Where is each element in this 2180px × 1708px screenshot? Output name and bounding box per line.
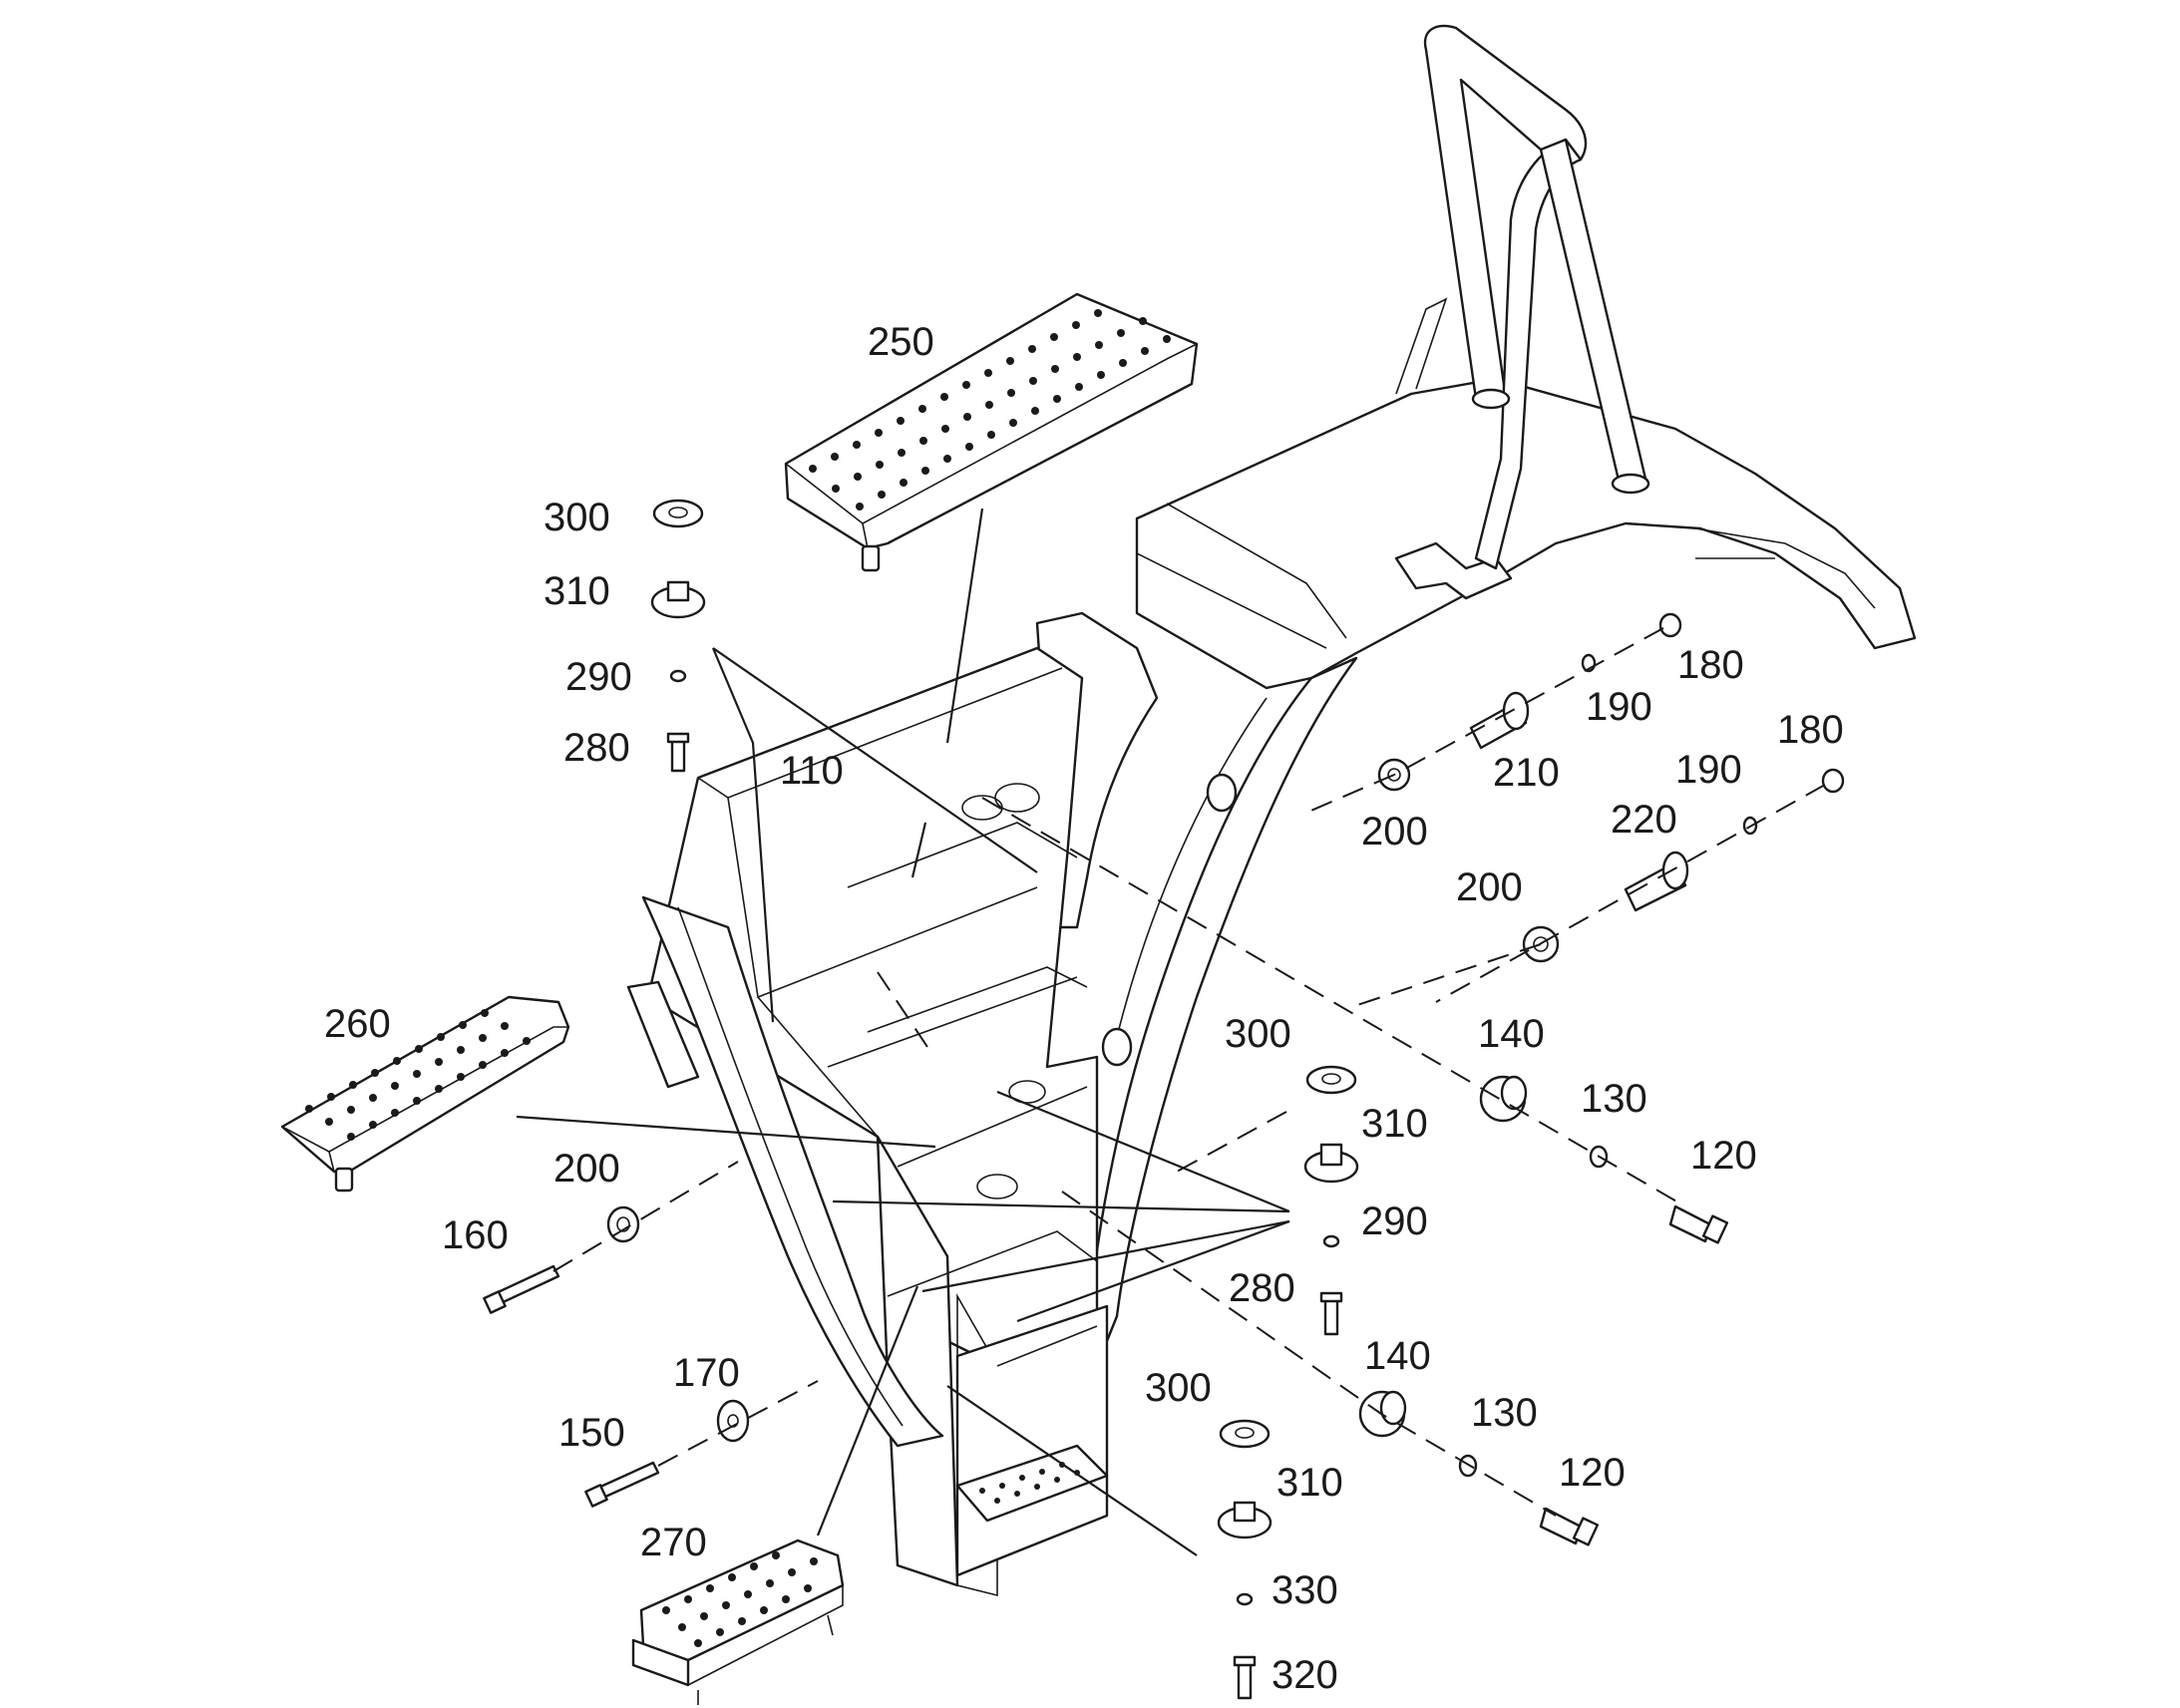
step-plate-270-holes [662,1551,818,1647]
callout-110: 110 [780,749,844,793]
leader-lines [516,508,1290,1556]
callout-300: 300 [1145,1366,1212,1410]
callout-320: 320 [1272,1653,1338,1697]
callout-160: 160 [442,1213,509,1257]
callout-330: 330 [1272,1568,1338,1612]
step-plate-260 [280,995,570,1193]
callout-140: 140 [1478,1012,1545,1056]
callout-310: 310 [1276,1461,1343,1505]
callout-310: 310 [1361,1102,1428,1146]
fender-assembly [626,297,1917,1597]
callout-140: 140 [1364,1334,1431,1378]
callout-labels: 250 300 310 290 280 110 180 190 210 200 … [324,320,1844,1697]
step-plate-260-holes [305,1009,531,1141]
callout-200: 200 [1456,865,1523,909]
dashed-axis-lines [552,627,1826,1517]
callout-300: 300 [1225,1012,1291,1056]
callout-210: 210 [1493,751,1560,795]
hardware [483,499,1845,1700]
callout-180: 180 [1777,708,1844,752]
callout-220: 220 [1611,798,1677,842]
callout-200: 200 [1361,810,1428,854]
callout-280: 280 [563,726,630,770]
callout-120: 120 [1559,1451,1626,1495]
lower-step-holes [979,1462,1080,1504]
callout-130: 130 [1581,1077,1647,1121]
callout-310: 310 [544,569,610,613]
grab-handle [1423,24,1650,570]
step-plate-250-holes [809,309,1171,511]
callout-290: 290 [565,655,632,699]
callout-270: 270 [640,1521,707,1564]
callout-200: 200 [553,1147,620,1191]
callout-300: 300 [544,496,610,539]
step-plate-250 [784,292,1199,572]
step-plate-270 [631,1538,845,1705]
callout-190: 190 [1675,748,1742,792]
callout-150: 150 [558,1411,625,1455]
callout-250: 250 [868,320,934,364]
callout-260: 260 [324,1002,391,1046]
callout-130: 130 [1471,1391,1538,1435]
callout-170: 170 [673,1351,740,1395]
callout-190: 190 [1586,685,1652,729]
callout-280: 280 [1229,1266,1295,1310]
callout-290: 290 [1361,1199,1428,1243]
callout-180: 180 [1677,643,1744,687]
callout-120: 120 [1690,1134,1757,1178]
